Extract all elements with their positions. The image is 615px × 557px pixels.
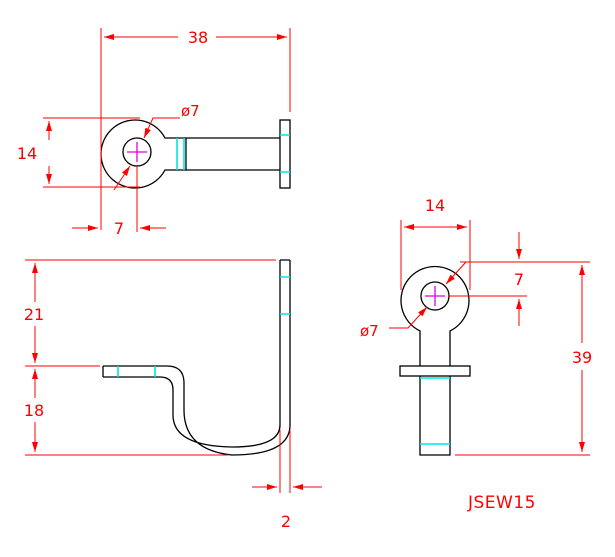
dim-hole-front-leader-upper xyxy=(445,261,467,285)
dim-7-front-label: 7 xyxy=(514,270,524,289)
side-view-bend-lines xyxy=(117,276,290,377)
dim-39-label: 39 xyxy=(572,348,592,367)
dim-14-front-label: 14 xyxy=(425,196,445,215)
front-view-bend-lines xyxy=(420,377,450,445)
dim-18-label: 18 xyxy=(24,401,44,420)
dim-14-label: 14 xyxy=(17,144,37,163)
dim-hole-top-label: ø7 xyxy=(181,102,200,120)
part-number-label: JSEW15 xyxy=(467,493,536,513)
dim-38-label: 38 xyxy=(188,28,208,47)
dim-14-front-extension-lines xyxy=(400,220,471,290)
dim-hole-top-leader-lower xyxy=(113,165,131,191)
dim-39-extension-lines xyxy=(455,261,590,456)
top-view-flange xyxy=(279,119,291,189)
front-view-center-mark xyxy=(425,286,445,306)
top-view-eye-outline xyxy=(100,119,186,189)
top-view-shank xyxy=(185,137,280,171)
dim-7-top-label: 7 xyxy=(114,219,124,238)
dim-14-extension-lines xyxy=(43,117,140,188)
dim-hole-front-leader xyxy=(389,306,428,329)
side-view-outer-profile xyxy=(103,260,291,456)
dim-2-label: 2 xyxy=(281,512,291,531)
side-view-end-caps xyxy=(102,259,290,377)
front-view: 14 7 ø7 39 xyxy=(360,196,592,456)
top-view-flange-bend-lines xyxy=(280,134,290,173)
dim-hole-front-label: ø7 xyxy=(360,322,379,340)
side-view-inner-profile xyxy=(103,260,281,448)
side-view: 21 18 2 xyxy=(24,259,322,531)
dim-2-extension-lines xyxy=(279,430,291,493)
dim-21-label: 21 xyxy=(24,305,44,324)
front-view-outline xyxy=(400,265,470,366)
front-view-flange xyxy=(399,365,471,377)
top-view-bend-lines xyxy=(176,138,185,170)
dim-38-extension-lines xyxy=(100,28,291,230)
dim-21-18-extension-lines xyxy=(25,259,276,456)
top-view: 38 14 ø7 7 xyxy=(17,28,291,238)
dim-hole-top-leader xyxy=(143,117,180,139)
top-view-center-mark xyxy=(127,142,147,162)
front-view-shank xyxy=(419,376,451,456)
